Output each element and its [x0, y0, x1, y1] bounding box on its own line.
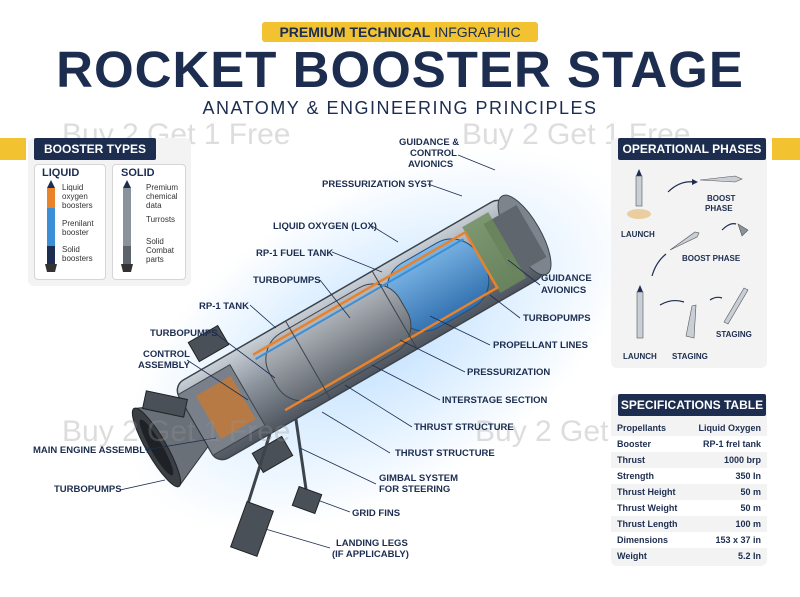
liquid-subpanel: [34, 164, 106, 280]
spec-row: Thrust Weight 50 m: [611, 500, 767, 516]
liquid-label-2: Prenilant booster: [62, 219, 94, 237]
callout-grid-fins: GRID FINS: [352, 508, 401, 519]
spec-row: Booster RP-1 frel tank: [611, 436, 767, 452]
callout-turbopumps-right: TURBOPUMPS: [523, 313, 591, 324]
page-title: ROCKET BOOSTER STAGE: [56, 41, 744, 98]
specifications-title: SPECIFICATIONS TABLE: [618, 394, 766, 416]
spec-key: Thrust Length: [617, 519, 678, 529]
spec-value: Liquid Oxygen: [698, 423, 761, 433]
phase-boost-1a: BOOST: [707, 194, 736, 203]
callout-propellant-lines: PROPELLANT LINES: [493, 340, 589, 351]
callout-guidance-3: AVIONICS: [408, 159, 454, 170]
spec-row: Thrust Length 100 m: [611, 516, 767, 532]
spec-row: Dimensions 153 x 37 in: [611, 532, 767, 548]
spec-value: 50 m: [740, 487, 761, 497]
watermark-text: Buy 2 Get 1 Free: [62, 415, 291, 448]
spec-key: Thrust Weight: [617, 503, 678, 513]
callout-interstage: INTERSTAGE SECTION: [442, 395, 548, 406]
spec-value: 350 In: [735, 471, 761, 481]
spec-value: 50 m: [740, 503, 761, 513]
callout-control-2: ASSEMBLY: [138, 360, 190, 371]
callout-guidance-1: GUIDANCE &: [399, 137, 460, 148]
callout-control-1: CONTROL: [143, 349, 190, 360]
callout-turbopumps-3: TURBOPUMPS: [54, 484, 122, 495]
page-subtitle: ANATOMY & ENGINEERING PRINCIPLES: [202, 98, 598, 118]
spec-key: Booster: [617, 439, 652, 449]
spec-value: 100 m: [735, 519, 761, 529]
spec-value: 1000 brp: [723, 455, 761, 465]
spec-row: Strength 350 In: [611, 468, 767, 484]
spec-key: Propellants: [617, 423, 667, 433]
callout-landing-legs-1: LANDING LEGS: [336, 538, 408, 549]
spec-row: Propellants Liquid Oxygen: [611, 420, 767, 436]
liquid-label-1: Liquid oxygen boosters: [62, 183, 93, 210]
phase-staging-2: STAGING: [716, 330, 752, 339]
spec-key: Strength: [617, 471, 654, 481]
callout-rp1-fuel-tank: RP-1 FUEL TANK: [256, 248, 334, 259]
solid-label-2: Turrosts: [146, 215, 176, 224]
solid-label-1: Premium chemical data: [146, 183, 179, 210]
phase-boost-1b: PHASE: [705, 204, 733, 213]
spec-value: 153 x 37 in: [715, 535, 761, 545]
infographic-badge: PREMIUM TECHNICAL INFGRAPHIC: [262, 22, 538, 42]
callout-pressurization-syst: PRESSURIZATION SYST: [322, 179, 433, 190]
liquid-label-3: Solid boosters: [62, 245, 93, 263]
spec-row: Weight 5.2 In: [611, 548, 767, 564]
callout-guidance-avionics-2: AVIONICS: [541, 285, 587, 296]
callout-gimbal-2: FOR STEERING: [379, 484, 451, 495]
liquid-title: LIQUID: [42, 167, 80, 179]
phase-boost-2: BOOST PHASE: [682, 254, 741, 263]
spec-value: RP-1 frel tank: [702, 439, 761, 449]
callout-thrust-structure-1: THRUST STRUCTURE: [414, 422, 514, 433]
left-yellow-tab: [0, 138, 26, 160]
solid-label-3: Solid Combat parts: [146, 237, 175, 264]
badge-rest-text: INFGRAPHIC: [430, 24, 521, 40]
callout-rp1-tank: RP-1 TANK: [199, 301, 249, 312]
phase-launch-1: LAUNCH: [621, 230, 655, 239]
spec-row: Thrust Height 50 m: [611, 484, 767, 500]
operational-phases-title: OPERATIONAL PHASES: [618, 138, 766, 160]
phase-staging-1: STAGING: [672, 352, 708, 361]
callout-thrust-structure-2: THRUST STRUCTURE: [395, 448, 495, 459]
callout-main-engine: MAIN ENGINE ASSEMBLY: [33, 445, 151, 456]
callout-lox: LIQUID OXYGEN (LOX): [273, 221, 377, 232]
phase-launch-2: LAUNCH: [623, 352, 657, 361]
solid-title: SOLID: [121, 167, 155, 179]
spec-key: Thrust Height: [617, 487, 676, 497]
callout-guidance-2: CONTROL: [410, 148, 457, 159]
right-yellow-tab: [772, 138, 800, 160]
callout-pressurization-right: PRESSURIZATION: [467, 367, 551, 378]
booster-types-title: BOOSTER TYPES: [34, 138, 156, 160]
callout-gimbal-1: GIMBAL SYSTEM: [379, 473, 458, 484]
spec-key: Dimensions: [617, 535, 669, 545]
spec-key: Weight: [617, 551, 647, 561]
spec-row: Thrust 1000 brp: [611, 452, 767, 468]
badge-bold-text: PREMIUM TECHNICAL: [279, 24, 431, 40]
spec-key: Thrust: [617, 455, 645, 465]
callout-turbopumps-1: TURBOPUMPS: [253, 275, 321, 286]
callout-turbopumps-2: TURBOPUMPS: [150, 328, 218, 339]
callout-guidance-avionics-1: GUIDANCE: [541, 273, 592, 284]
spec-value: 5.2 In: [737, 551, 761, 561]
callout-landing-legs-2: (IF APPLICABLY): [332, 549, 409, 560]
